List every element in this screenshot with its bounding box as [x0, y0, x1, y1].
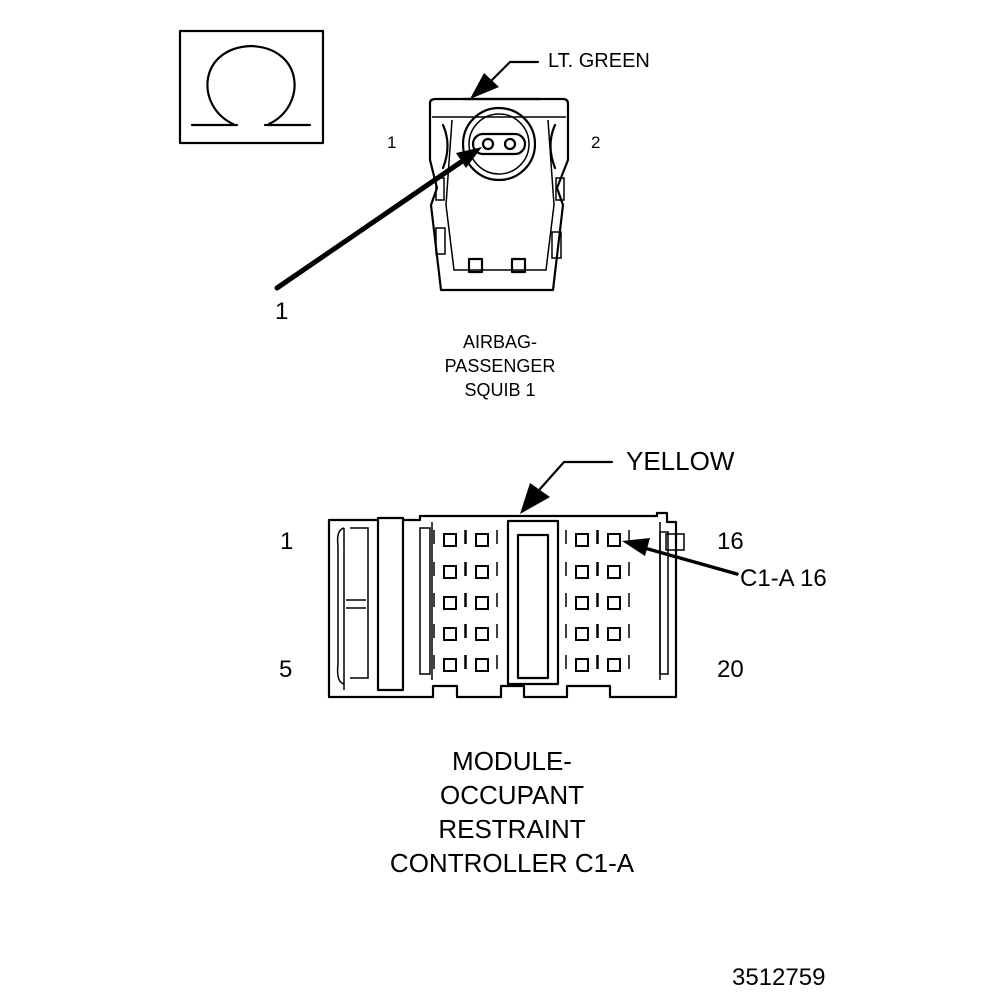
orc-pin-grid: [433, 530, 630, 672]
pin-cavity: [475, 627, 489, 641]
pin-cavity: [607, 533, 621, 547]
pin-cavity: [443, 596, 457, 610]
orc-title-line-4: CONTROLLER C1-A: [390, 848, 635, 878]
color-leader-lt-green: [470, 60, 540, 99]
orc-title-line-3: RESTRAINT: [438, 814, 585, 844]
pin-cavity: [575, 596, 589, 610]
orc-title-line-2: OCCUPANT: [440, 780, 584, 810]
callout-leader-squib: [274, 147, 482, 291]
pin-cavity: [475, 533, 489, 547]
squib-title-line-1: AIRBAG-: [463, 332, 537, 352]
orc-callout-label: C1-A 16: [740, 565, 827, 592]
squib-callout-label: 1: [275, 298, 288, 325]
squib-color-label: LT. GREEN: [548, 50, 650, 72]
pin-cavity: [607, 658, 621, 672]
orc-pin-1-label: 1: [280, 528, 293, 555]
callout-leader-orc: [622, 538, 739, 576]
pin-cavity: [443, 658, 457, 672]
pin-cavity: [475, 658, 489, 672]
color-leader-yellow: [520, 460, 614, 514]
pin-cavity: [475, 596, 489, 610]
orc-pin-16-label: 16: [717, 528, 744, 555]
pin-cavity: [475, 565, 489, 579]
squib-title-line-2: PASSENGER: [445, 356, 556, 376]
orc-pin-20-label: 20: [717, 656, 744, 683]
orc-pin-5-label: 5: [279, 656, 292, 683]
squib-pin-1-label: 1: [387, 133, 396, 152]
pin-cavity: [575, 658, 589, 672]
pin-cavity: [607, 596, 621, 610]
pin-cavity: [575, 565, 589, 579]
pin-cavity: [443, 565, 457, 579]
pin-cavity: [607, 627, 621, 641]
pin-cavity: [575, 627, 589, 641]
orc-title-line-1: MODULE-: [452, 746, 572, 776]
pin-cavity: [575, 533, 589, 547]
figure-number: 3512759: [732, 964, 825, 991]
squib-title-line-3: SQUIB 1: [464, 380, 535, 400]
pin-cavity: [607, 565, 621, 579]
orc-connector: [327, 511, 685, 699]
pin-cavity: [443, 627, 457, 641]
pin-cavity: [443, 533, 457, 547]
ohm-icon: [178, 29, 325, 145]
squib-connector: [428, 97, 570, 292]
orc-color-label: YELLOW: [626, 446, 735, 476]
squib-pin-2-label: 2: [591, 133, 600, 152]
